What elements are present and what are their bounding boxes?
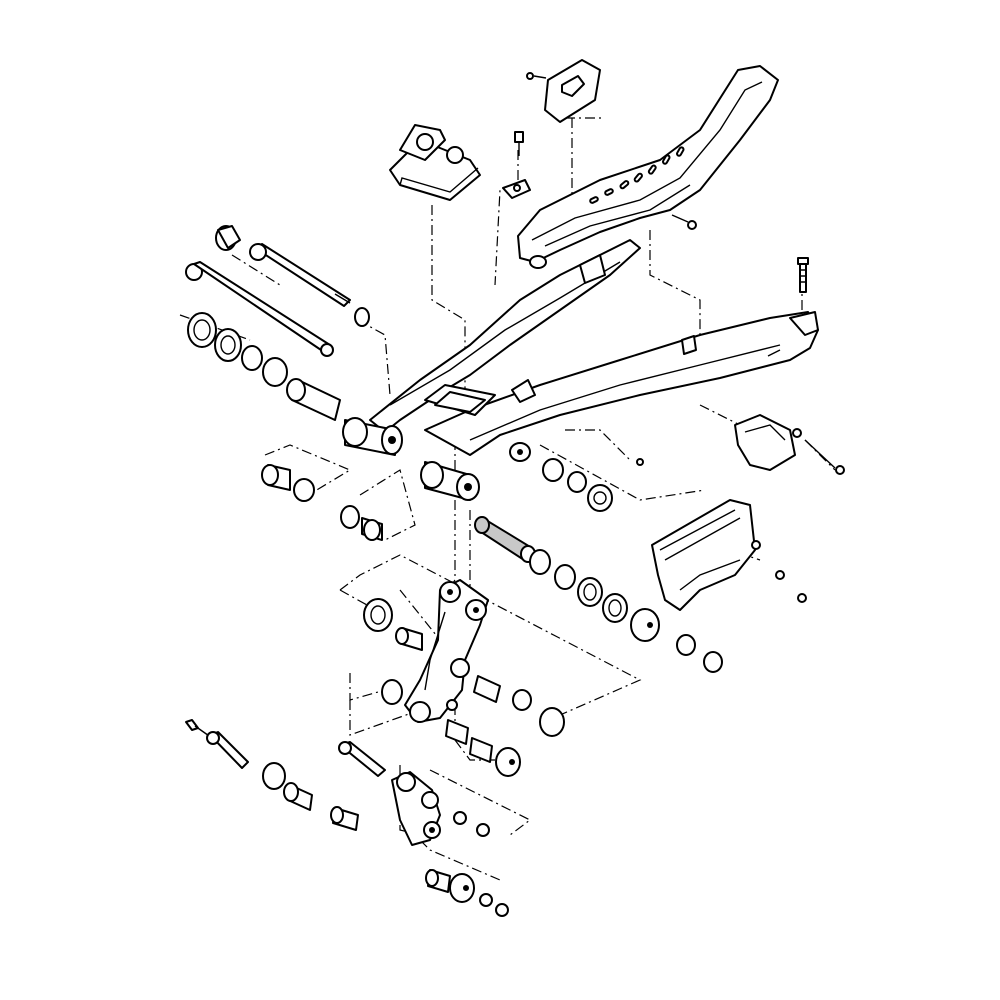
connecting-rod xyxy=(391,771,441,846)
linkage-bolt xyxy=(185,719,490,837)
swingarm-pivot-bolt xyxy=(185,225,370,357)
pivot-bearing-set xyxy=(187,312,341,421)
shock-linkage-arm xyxy=(404,579,489,723)
chain-guard-slots xyxy=(589,146,685,204)
swingarm xyxy=(342,239,819,501)
collar-bolt xyxy=(363,598,565,777)
pivot-bearing-set xyxy=(529,549,723,673)
mud-guard-bracket xyxy=(636,414,845,475)
pivot-bearing-set xyxy=(542,458,613,512)
hose-clamp-bracket xyxy=(502,131,531,199)
collar-bolt xyxy=(425,869,509,917)
axle-adjuster-bolt xyxy=(671,214,697,230)
collar-bolt xyxy=(261,464,383,541)
chain-guide-block xyxy=(389,124,481,201)
axle-adjuster-bolt xyxy=(797,257,809,293)
chain-guard xyxy=(517,65,779,263)
linkage-bolt xyxy=(446,699,458,711)
chain-slider xyxy=(651,499,807,611)
highlighted-collar xyxy=(474,516,536,563)
chain-guard-bracket-plate xyxy=(526,59,601,123)
